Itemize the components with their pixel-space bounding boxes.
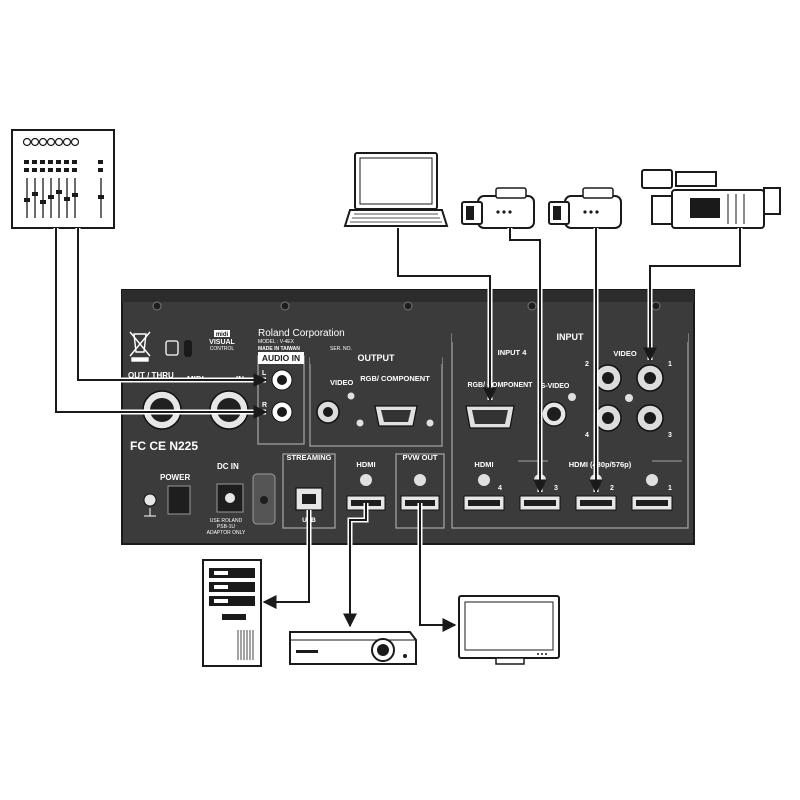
camcorder-2-icon: [548, 187, 622, 229]
ground-terminal-icon: [143, 493, 157, 517]
audio-in-l-jack[interactable]: [271, 369, 293, 391]
hdmi-input-2-port[interactable]: [575, 495, 617, 511]
video-input-4-label: 4: [585, 432, 589, 439]
hdmi-input-4-number: 4: [498, 485, 502, 492]
hdmi-out-screw: [360, 474, 372, 486]
video-input-screw: [625, 394, 633, 402]
video-input-3-bnc[interactable]: [636, 404, 664, 432]
video-input-1-label: 1: [668, 361, 672, 368]
laptop-icon: [343, 152, 449, 227]
pvw-out-section-label: PVW OUT: [403, 453, 438, 462]
output-section-label: OUTPUT: [358, 353, 396, 363]
hdmi-input-1-port[interactable]: [631, 495, 673, 511]
power-switch[interactable]: [167, 485, 191, 515]
hdmi-input-3-number: 3: [554, 485, 558, 492]
hdmi-input-4-port[interactable]: [463, 495, 505, 511]
midi-visual-text: VISUAL: [209, 339, 235, 346]
cable-pvw-out-to-monitor: [419, 503, 457, 632]
adaptor-note-2: PSB-1U: [217, 524, 235, 530]
manufacturer-name: Roland Corporation: [258, 328, 345, 339]
pvw-out-screw: [414, 474, 426, 486]
audio-in-section-label: AUDIO IN: [262, 353, 300, 363]
audio-mixer-icon: [11, 129, 115, 229]
cable-laptop-to-rgb-component: [397, 228, 497, 402]
cable-hdmi-out-halo: [347, 503, 369, 626]
audio-l-label: L: [262, 370, 267, 377]
video-section-label: VIDEO: [613, 349, 637, 358]
certification-logos: FC CE N225: [130, 439, 198, 453]
s-video-label: S-VIDEO: [541, 383, 570, 390]
adaptor-note-3: ADAPTOR ONLY: [207, 530, 246, 536]
streaming-section-label: STREAMING: [287, 453, 332, 462]
usb-port-socket: [302, 494, 316, 504]
cable-hdmi-out-to-projector: [343, 503, 367, 628]
power-label: POWER: [160, 473, 190, 482]
hdmi-input-2-number: 2: [610, 485, 614, 492]
cable-usb-to-computer: [262, 510, 310, 609]
video-input-1-bnc[interactable]: [636, 364, 664, 392]
output-header-bg: [310, 352, 442, 364]
hdmi-group-label: HDMI (480p/576p): [569, 460, 632, 469]
monitor-icon: [458, 595, 560, 665]
input4-section-label: INPUT 4: [498, 348, 528, 357]
input-section-label: INPUT: [557, 332, 585, 342]
dc-in-jack[interactable]: [216, 483, 244, 513]
hdmi-input-3-port[interactable]: [519, 495, 561, 511]
made-in-text: MADE IN TAIWAN: [258, 346, 300, 352]
cable-mixer-to-audio-l-line: [77, 228, 268, 387]
pro-camera-icon: [641, 169, 781, 229]
s-video-screw: [568, 393, 576, 401]
model-text: MODEL : V-4EX: [258, 339, 295, 345]
weee-bin-icon: [129, 331, 151, 362]
midi-logo-text: midi: [216, 332, 229, 338]
cable-mixer-to-audio-r-line: [55, 228, 268, 419]
camcorder-1-icon: [461, 187, 535, 229]
midi-out-thru-label: OUT / THRU: [128, 371, 174, 380]
video-input-4-bnc[interactable]: [594, 404, 622, 432]
input-header-bg: [452, 330, 688, 342]
video-input-2-label: 2: [585, 361, 589, 368]
cable-camcorder1-to-hdmi3: [509, 228, 547, 494]
cable-procam-to-video1: [643, 228, 741, 362]
output-rgb-component-port[interactable]: [374, 405, 418, 427]
output-screws: [347, 392, 434, 427]
adaptor-note-1: USE ROLAND: [210, 518, 243, 524]
dc-in-socket: [225, 493, 235, 503]
hdmi-input-4-label: HDMI: [474, 460, 493, 469]
serial-text: SER. NO.: [330, 346, 352, 352]
input-rgb-component-label: RGB/ COMPONENT: [468, 382, 534, 389]
midi-control-text: CONTROL: [210, 346, 235, 352]
hdmi-out-label: HDMI: [356, 460, 375, 469]
video-input-2-bnc[interactable]: [594, 364, 622, 392]
s-video-port[interactable]: [541, 401, 567, 427]
dc-in-label: DC IN: [217, 462, 239, 471]
lock-slot-icon: [165, 340, 192, 357]
midi-logo-badge: [214, 330, 230, 337]
audio-in-r-jack[interactable]: [271, 401, 293, 423]
video-input-3-label: 3: [668, 432, 672, 439]
input-rgb-component-port[interactable]: [465, 405, 515, 429]
audio-in-header-bg: [258, 352, 304, 364]
hdmi-input-1-number: 1: [668, 485, 672, 492]
panel-screws: [152, 301, 661, 311]
output-video-bnc[interactable]: [316, 400, 340, 424]
output-rgb-component-label: RGB/ COMPONENT: [360, 374, 430, 383]
computer-tower-icon: [202, 559, 262, 667]
audio-r-label: R: [262, 402, 267, 409]
projector-icon: [289, 631, 417, 665]
output-video-label: VIDEO: [330, 378, 354, 387]
cable-hook-screw: [260, 496, 268, 504]
